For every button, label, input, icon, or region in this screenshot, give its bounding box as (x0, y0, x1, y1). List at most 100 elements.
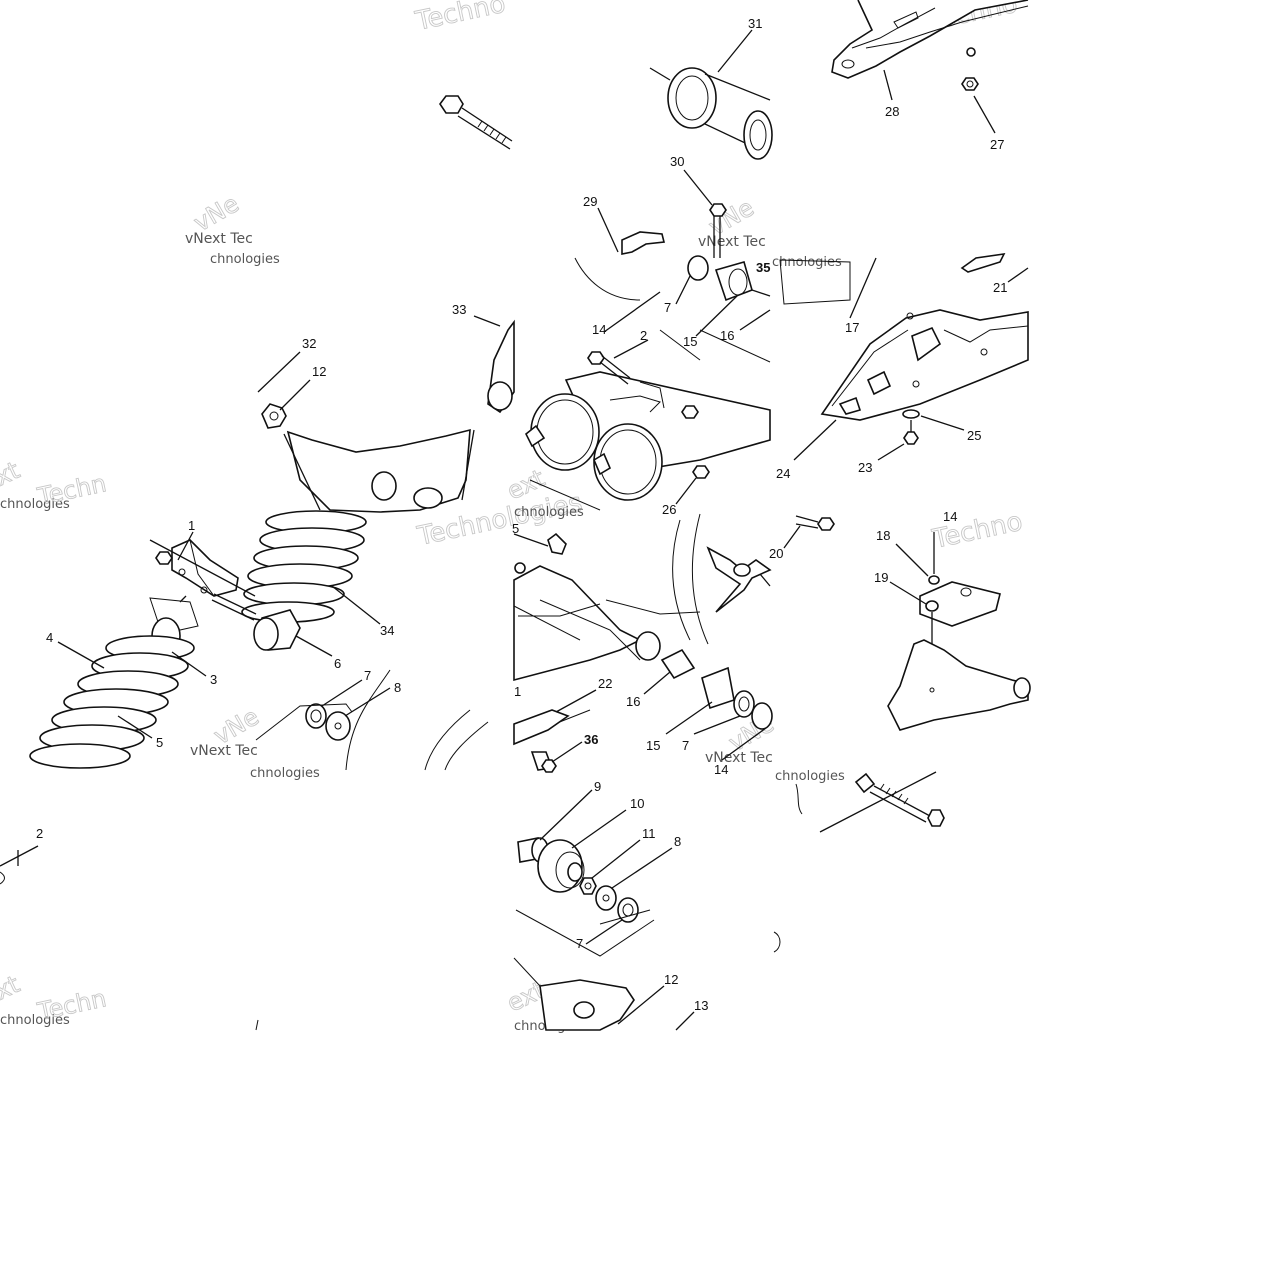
callout-6: 6 (334, 656, 341, 671)
watermark-text: vNext Tec (185, 231, 253, 247)
watermark-text: xt (0, 970, 24, 1005)
bolt-top (439, 95, 513, 150)
callout-1: 1 (188, 518, 195, 533)
axle-spacer-31 (649, 67, 773, 160)
arm-bracket (887, 639, 1031, 731)
leader-line (473, 315, 501, 327)
callout-7: 7 (576, 936, 583, 951)
callout-10: 10 (630, 796, 644, 811)
callout-36: 36 (584, 732, 598, 747)
watermark-text: chnologies (210, 252, 280, 267)
leader-line (920, 415, 965, 431)
callout-30: 30 (670, 154, 684, 169)
leader-line (571, 809, 627, 849)
callout-26: 26 (662, 502, 676, 517)
callout-14: 14 (592, 322, 606, 337)
bracket-28 (831, 0, 1029, 79)
leader-line (344, 687, 391, 717)
callout-16: 16 (720, 328, 734, 343)
leader-line (849, 257, 877, 319)
mount-bracket-1 (149, 539, 257, 621)
bolt-23 (902, 409, 920, 445)
leader-line (877, 443, 905, 461)
callout-19: 19 (874, 570, 888, 585)
callout-2: 2 (640, 328, 647, 343)
leader-line (683, 169, 713, 206)
callout-31: 31 (748, 16, 762, 31)
callout-15: 15 (646, 738, 660, 753)
leader-line (665, 701, 713, 735)
nut-27 (961, 77, 979, 91)
leader-line (739, 309, 771, 331)
leader-line (793, 419, 837, 461)
leader-line (539, 789, 593, 841)
pin-18 (928, 532, 940, 585)
leader-line (643, 671, 671, 695)
watermark-text: chnologies (514, 505, 584, 520)
watermark-text: chnologies (775, 769, 845, 784)
callout-18: 18 (876, 528, 890, 543)
washer-7-8-left (255, 669, 489, 771)
callout-23: 23 (858, 460, 872, 475)
leader-line (551, 741, 583, 763)
line-fragment (255, 1019, 259, 1031)
callout-15: 15 (683, 334, 697, 349)
leader-line (783, 525, 801, 549)
rail-slide-assembly (513, 513, 773, 773)
watermark-text: vNext Tec (190, 743, 258, 759)
clip-29 (621, 231, 665, 255)
callout-8: 8 (394, 680, 401, 695)
callout-3: 3 (210, 672, 217, 687)
shock-mount-plate (283, 428, 471, 513)
callout-22: 22 (598, 676, 612, 691)
callout-12: 12 (664, 972, 678, 987)
watermark-text: vNext Tec (698, 234, 766, 250)
leader-line (883, 69, 893, 101)
leader-line (675, 275, 691, 305)
lower-bracket (513, 957, 635, 1031)
callout-7: 7 (364, 668, 371, 683)
shock-bushing-33 (461, 319, 515, 501)
leader-line (57, 641, 105, 669)
callout-35: 35 (756, 260, 770, 275)
leader-line (675, 1011, 695, 1031)
shock-absorber (29, 595, 199, 769)
callout-5: 5 (156, 735, 163, 750)
leader-line (1007, 267, 1029, 283)
callout-29: 29 (583, 194, 597, 209)
callout-32: 32 (302, 336, 316, 351)
leader-line (695, 295, 738, 337)
watermark-text: chnologies (250, 766, 320, 781)
leader-line (117, 715, 153, 739)
leader-line (597, 207, 619, 253)
leader-line (721, 727, 767, 761)
callout-1b: 1 (514, 684, 521, 699)
callout-14: 14 (714, 762, 728, 777)
leader-line (973, 95, 996, 134)
watermark-text: vNext Tec (705, 750, 773, 766)
leader-line (675, 477, 697, 505)
leader-line (321, 679, 363, 707)
leader-line (171, 651, 207, 677)
callout-27: 27 (990, 137, 1004, 152)
callout-11: 11 (642, 826, 656, 841)
callout-5b: 5 (512, 521, 519, 536)
watermark-text: chnologies (772, 255, 842, 270)
callout-21: 21 (993, 280, 1007, 295)
leader-line (279, 379, 311, 411)
callout-8: 8 (674, 834, 681, 849)
callout-4: 4 (46, 630, 53, 645)
long-bolt (773, 771, 945, 953)
callout-33: 33 (452, 302, 466, 317)
watermark-text: chnologies (0, 497, 70, 512)
leader-line (717, 29, 753, 73)
callout-24: 24 (776, 466, 790, 481)
plate-24 (779, 252, 1029, 421)
callout-2: 2 (36, 826, 43, 841)
leader-line (611, 847, 673, 889)
callout-17: 17 (845, 320, 859, 335)
leader-line (591, 839, 641, 879)
bolt-2-upper (587, 351, 631, 385)
wheel-stack (515, 837, 655, 957)
